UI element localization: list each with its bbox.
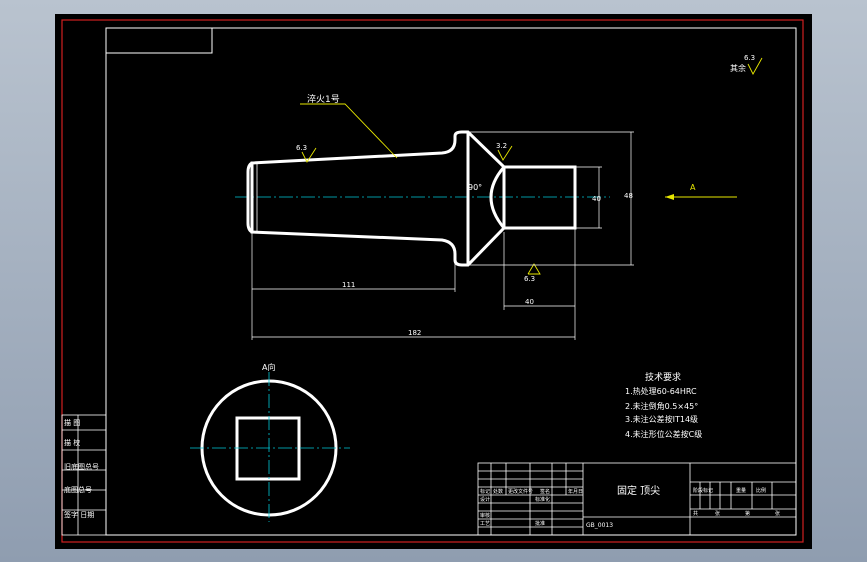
title-block: 标记 处数 更改文件号 签名 年月日 设计 标准化 审核 工艺 批准 固定 顶尖… (477, 462, 797, 536)
svg-text:更改文件号: 更改文件号 (508, 488, 533, 495)
svg-text:第: 第 (745, 510, 750, 517)
svg-text:审核: 审核 (480, 512, 490, 519)
dimension-48-dia: 48 (468, 131, 634, 266)
sheet-border-outer (61, 19, 804, 543)
tech-item-1: 1.热处理60-64HRC (625, 386, 697, 396)
svg-text:标记: 标记 (480, 488, 490, 495)
left-col-row-2: 描 校 (64, 438, 80, 447)
svg-text:共: 共 (693, 510, 698, 517)
left-col-row-3: 旧底图总号 (64, 462, 99, 471)
svg-text:阶段标记: 阶段标记 (693, 487, 713, 494)
roughness-bottom-icon: 6.3 (524, 263, 541, 283)
left-col-row-4: 底图总号 (64, 485, 92, 494)
svg-text:张: 张 (715, 510, 720, 517)
part-side-view[interactable] (235, 130, 610, 267)
sheet-frame (105, 27, 797, 536)
svg-text:重量: 重量 (736, 487, 746, 494)
svg-text:48: 48 (624, 192, 633, 200)
roughness-rest-icon: 其余 6.3 (730, 54, 763, 75)
left-end-chamfer (246, 161, 253, 234)
svg-text:年月日: 年月日 (568, 488, 583, 495)
roughness-left-icon: 6.3 (296, 144, 317, 163)
material-leader (300, 103, 398, 159)
angle-label: 90° (468, 183, 482, 192)
svg-text:111: 111 (342, 281, 355, 289)
svg-text:6.3: 6.3 (524, 275, 535, 283)
svg-text:40: 40 (525, 298, 534, 306)
dimension-182: 182 (251, 228, 576, 340)
end-view[interactable]: A向 (190, 362, 350, 522)
svg-text:其余: 其余 (730, 63, 746, 73)
part-name: 固定 顶尖 (617, 484, 660, 497)
end-view-square (235, 416, 301, 481)
svg-text:6.3: 6.3 (744, 54, 755, 62)
left-col-row-5: 签字 日期 (64, 510, 94, 519)
top-left-box (105, 27, 213, 54)
left-col-row-1: 描 图 (64, 418, 80, 427)
svg-text:工艺: 工艺 (480, 521, 490, 527)
view-label: A向 (262, 362, 275, 372)
svg-text:批准: 批准 (535, 520, 545, 527)
view-arrow: A (665, 183, 737, 200)
dimension-40-length: 40 (503, 232, 575, 310)
tech-item-4: 4.未注形位公差按C级 (625, 429, 702, 439)
svg-text:标准化: 标准化 (535, 496, 550, 503)
drawing-canvas[interactable] (55, 14, 812, 549)
left-column-table: 描 图 描 校 旧底图总号 底图总号 签字 日期 (61, 414, 107, 536)
cone-arc (489, 166, 506, 229)
svg-text:3.2: 3.2 (496, 142, 507, 150)
tech-title: 技术要求 (645, 371, 681, 383)
svg-text:182: 182 (408, 329, 421, 337)
dimension-40-dia: 40 (575, 166, 602, 229)
svg-text:设计: 设计 (480, 496, 490, 503)
svg-text:比例: 比例 (756, 487, 766, 494)
svg-text:签名: 签名 (540, 488, 550, 495)
svg-text:处数: 处数 (493, 488, 503, 495)
roughness-cone-icon: 3.2 (496, 142, 513, 161)
drawing-number: GB_0013 (586, 522, 613, 529)
svg-text:40: 40 (592, 195, 601, 203)
svg-text:A: A (690, 183, 696, 192)
tech-requirements: 技术要求 1.热处理60-64HRC 2.未注倒角0.5×45° 3.未注公差按… (625, 371, 702, 439)
svg-text:6.3: 6.3 (296, 144, 307, 152)
tech-item-3: 3.未注公差按IT14级 (625, 414, 698, 424)
material-note: 淬火1号 (307, 93, 340, 105)
tech-item-2: 2.未注倒角0.5×45° (625, 401, 698, 411)
svg-text:张: 张 (775, 510, 780, 517)
dimension-111: 111 (251, 232, 456, 292)
